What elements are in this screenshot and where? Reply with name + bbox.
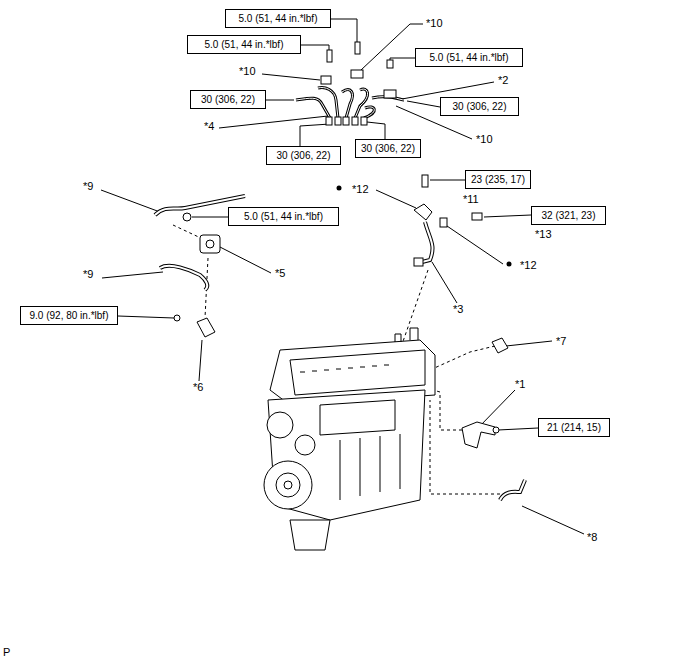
- leader-line: [407, 101, 440, 107]
- torque-value: 32 (321, 23): [542, 210, 596, 221]
- callout-number: *10: [238, 65, 257, 77]
- torque-value: 30 (306, 22): [277, 150, 331, 161]
- callout-number: *13: [534, 228, 553, 240]
- callout-number: *1: [514, 378, 526, 390]
- callout-number: *9: [82, 180, 94, 192]
- leader-line: [118, 316, 174, 318]
- leader-line: [498, 428, 538, 430]
- callout-number: *3: [452, 303, 464, 315]
- torque-value: 5.0 (51, 44 in.*lbf): [430, 52, 509, 63]
- leader-line: [432, 262, 457, 303]
- leader-line: [478, 390, 515, 428]
- leader-line: [361, 24, 423, 70]
- torque-spec-box: 5.0 (51, 44 in.*lbf): [187, 35, 301, 54]
- leader-line: [300, 124, 330, 146]
- leader-line: [484, 215, 531, 217]
- callout-number: *5: [274, 267, 286, 279]
- leader-line: [376, 190, 416, 208]
- leader-line: [102, 272, 163, 278]
- leader-line: [522, 506, 584, 534]
- callout-number: *6: [192, 381, 204, 393]
- leader-line: [266, 100, 294, 101]
- torque-value: 9.0 (92, 80 in.*lbf): [30, 310, 109, 321]
- callout-number: *10: [475, 133, 494, 145]
- callout-number: *12: [519, 259, 538, 271]
- torque-value: 5.0 (51, 44 in.*lbf): [239, 13, 318, 24]
- leader-line: [101, 190, 160, 212]
- callout-number: *7: [555, 335, 567, 347]
- torque-spec-box: 9.0 (92, 80 in.*lbf): [20, 306, 118, 325]
- leader-line: [430, 180, 465, 181]
- torque-value: 5.0 (51, 44 in.*lbf): [244, 211, 323, 222]
- callout-number: *10: [425, 17, 444, 29]
- torque-value: 30 (306, 22): [361, 143, 415, 154]
- torque-value: 5.0 (51, 44 in.*lbf): [205, 39, 284, 50]
- torque-value: 30 (306, 22): [453, 101, 507, 112]
- engine-figure: [264, 328, 435, 550]
- callout-number: *12: [351, 183, 370, 195]
- torque-spec-box: 5.0 (51, 44 in.*lbf): [228, 207, 339, 226]
- callout-number: *11: [462, 193, 480, 205]
- torque-spec-box: 30 (306, 22): [190, 90, 266, 109]
- leader-line: [199, 340, 202, 381]
- callout-number: *4: [203, 120, 215, 132]
- torque-spec-box: 30 (306, 22): [440, 97, 519, 116]
- callout-number: *2: [497, 74, 509, 86]
- bullet-mark: [507, 262, 512, 267]
- torque-value: 21 (214, 15): [547, 422, 601, 433]
- torque-value: 23 (235, 17): [471, 174, 525, 185]
- leader-line: [301, 45, 329, 50]
- leader-line: [506, 341, 552, 346]
- leader-line: [262, 74, 320, 80]
- leader-line: [367, 122, 385, 139]
- torque-spec-box: 5.0 (51, 44 in.*lbf): [225, 9, 331, 28]
- torque-spec-box: 5.0 (51, 44 in.*lbf): [415, 48, 523, 67]
- leader-line: [218, 246, 271, 273]
- callout-number: *9: [82, 268, 94, 280]
- torque-value: 30 (306, 22): [201, 94, 255, 105]
- torque-spec-box: 30 (306, 22): [266, 146, 341, 165]
- torque-spec-box: 21 (214, 15): [538, 418, 610, 437]
- torque-spec-box: 32 (321, 23): [531, 206, 606, 225]
- callout-number: P: [2, 646, 11, 658]
- leader-line: [331, 19, 357, 42]
- leader-line: [390, 58, 415, 62]
- torque-spec-box: 30 (306, 22): [355, 139, 421, 158]
- leader-line: [192, 217, 228, 218]
- bullet-mark: [337, 186, 342, 191]
- torque-spec-box: 23 (235, 17): [465, 170, 531, 189]
- callout-number: *8: [586, 531, 598, 543]
- leader-line: [447, 226, 503, 264]
- leader-line: [219, 116, 328, 128]
